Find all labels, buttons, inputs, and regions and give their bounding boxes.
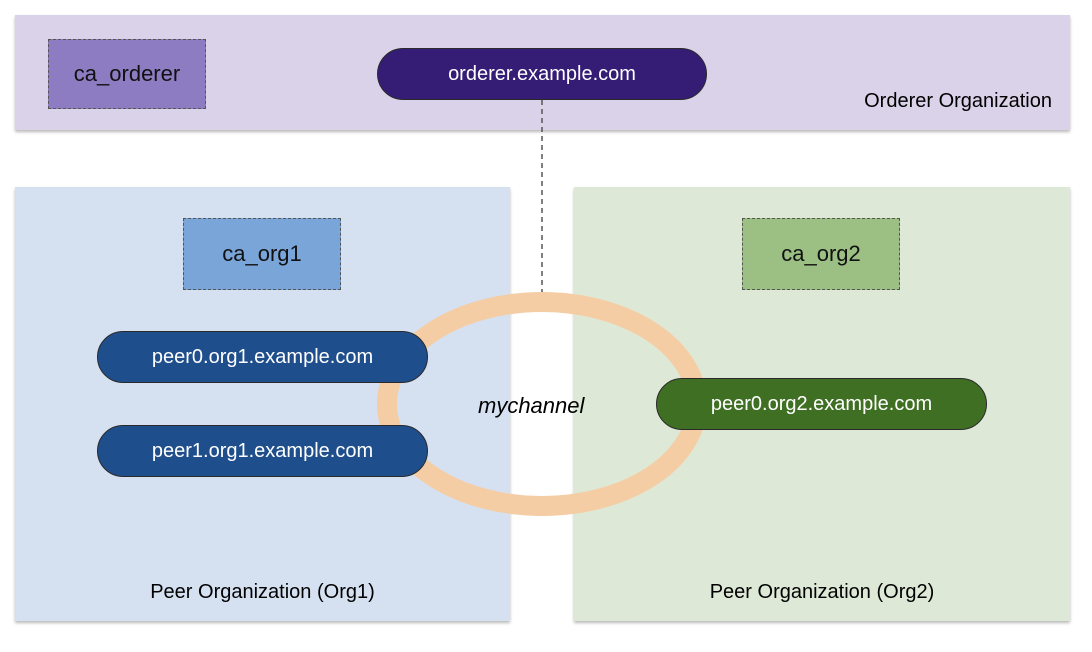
ca-orderer-box[interactable]: ca_orderer [48,39,206,109]
peer0-org1-node[interactable]: peer0.org1.example.com [97,331,428,383]
ca-org2-box[interactable]: ca_org2 [742,218,900,290]
org1-label: Peer Organization (Org1) [150,581,375,603]
peer0-org2-node[interactable]: peer0.org2.example.com [656,378,987,430]
peer1-org1-label: peer1.org1.example.com [151,439,374,462]
orderer-organization-label: Orderer Organization [864,90,1052,112]
peer0-org1-label: peer0.org1.example.com [151,345,374,368]
ca-orderer-label: ca_orderer [73,61,181,86]
orderer-node[interactable]: orderer.example.com [377,48,707,100]
mychannel-label: mychannel [478,393,585,418]
orderer-node-label: orderer.example.com [448,62,636,85]
ca-org2-label: ca_org2 [781,241,861,266]
ca-org1-label: ca_org1 [222,241,302,266]
ca-org1-box[interactable]: ca_org1 [183,218,341,290]
org1-panel: ca_org1 Peer Organization (Org1) [15,187,510,621]
org2-label: Peer Organization (Org2) [709,581,935,603]
peer0-org2-label: peer0.org2.example.com [710,392,933,415]
peer1-org1-node[interactable]: peer1.org1.example.com [97,425,428,477]
